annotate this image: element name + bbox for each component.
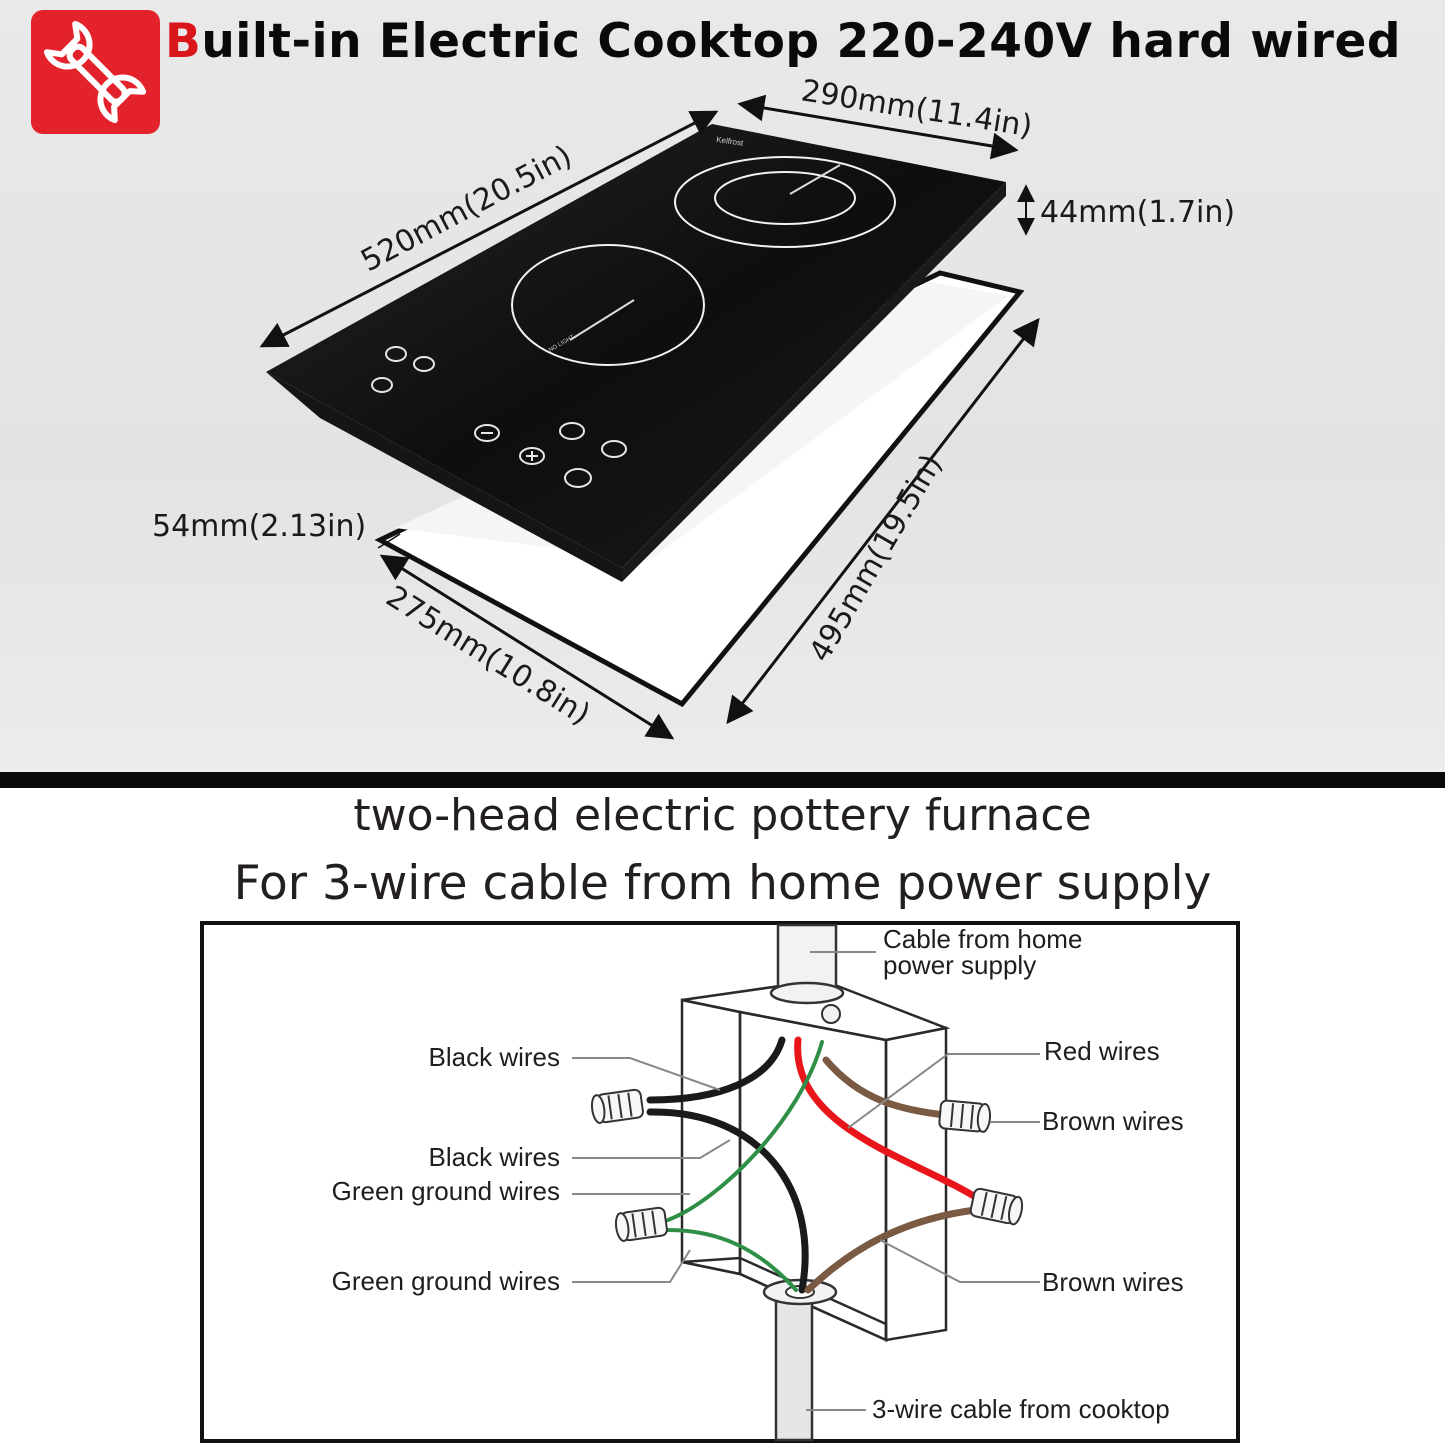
label-red-wires: Red wires — [1044, 1036, 1160, 1066]
wrench-icon — [43, 20, 147, 124]
timer-touch-icon — [559, 422, 585, 440]
lock-touch-icon — [601, 440, 627, 458]
home-cable-conduit — [769, 923, 845, 1024]
label-green-ground-2: Green ground wires — [332, 1266, 560, 1296]
wrench-badge — [31, 10, 160, 134]
green-wire — [666, 1228, 798, 1292]
brown-wire — [804, 1206, 979, 1294]
cooktop-side — [266, 372, 622, 582]
label-cable-home-1: Cable from home — [883, 924, 1082, 954]
label-cable-cooktop: 3-wire cable from cooktop — [872, 1394, 1170, 1424]
dim-label-thickness: 44mm(1.7in) — [1040, 195, 1235, 230]
dim-arrow-length — [259, 110, 719, 348]
label-green-ground-1: Green ground wires — [332, 1176, 560, 1206]
wire-nut — [969, 1187, 1024, 1226]
wire-nut — [614, 1206, 668, 1242]
label-cable-home-2: power supply — [883, 950, 1036, 980]
touch-button — [371, 377, 393, 393]
dim-label-edge: 54mm(2.13in) — [152, 509, 366, 544]
page-title: Built-in Electric Cooktop 220-240V hard … — [165, 14, 1401, 69]
plus-touch-icon — [519, 447, 545, 465]
brown-wire — [822, 1056, 949, 1119]
dim-arrow-cutout-width — [379, 554, 675, 740]
label-black-wires-1: Black wires — [429, 1042, 560, 1072]
wiring-subheading: For 3-wire cable from home power supply — [233, 856, 1212, 911]
black-wire — [646, 1036, 786, 1104]
label-brown-wires-2: Brown wires — [1042, 1267, 1184, 1297]
red-wire — [794, 1036, 984, 1204]
cooktop-cable-conduit — [762, 1278, 838, 1442]
power-touch-icon — [564, 468, 592, 488]
wiring-heading: two-head electric pottery furnace — [353, 790, 1092, 841]
title-rest: uilt-in Electric Cooktop 220-240V hard w… — [201, 14, 1401, 69]
wire-nut — [938, 1099, 992, 1133]
title-first-letter: B — [165, 14, 202, 69]
black-wire — [646, 1108, 809, 1294]
dim-arrow-cutout-length — [726, 317, 1040, 725]
touch-button — [413, 356, 435, 372]
green-wire — [666, 1040, 824, 1222]
junction-box — [680, 978, 951, 1342]
minus-touch-icon — [474, 424, 500, 442]
wire-nut — [590, 1088, 644, 1124]
cooktop-drawing: Kelfrost NO LIGHT 520mm(20.5in) 290mm(11… — [152, 73, 1235, 740]
wiring-frame — [200, 921, 1240, 1443]
section-divider — [0, 772, 1445, 788]
label-black-wires-2: Black wires — [429, 1142, 560, 1172]
label-brown-wires-1: Brown wires — [1042, 1106, 1184, 1136]
dim-arrow-width — [737, 94, 1019, 160]
